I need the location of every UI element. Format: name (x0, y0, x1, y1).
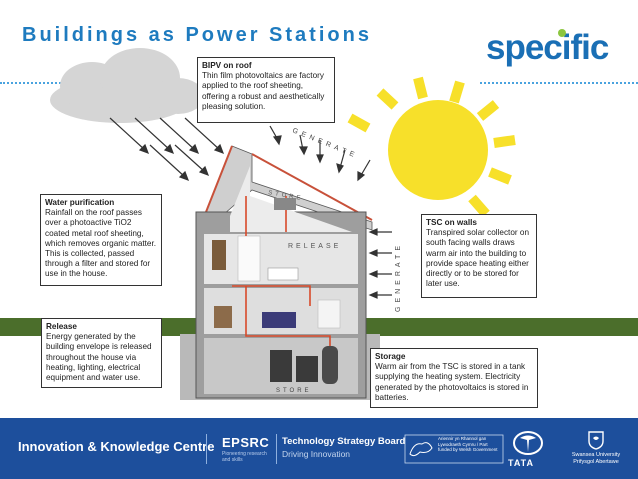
wall-arrows (368, 228, 392, 299)
wardrobe (237, 235, 261, 282)
storage-tank (322, 346, 338, 384)
callout-bipv-heading: BIPV on roof (202, 61, 252, 70)
desk (214, 306, 232, 328)
callout-tsc: TSC on walls Transpired solar collector … (421, 214, 537, 298)
footer-welsh-text: Ariennir yn Rhannol gan Lywodraeth Cymru… (438, 436, 498, 453)
footer-ikc-label: Innovation & Knowledge Centre (18, 439, 215, 454)
battery-unit (270, 350, 292, 382)
footer-bar (0, 418, 638, 479)
cloud-icon (50, 48, 204, 123)
callout-storage-text: Warm air from the TSC is stored in a tan… (375, 362, 529, 402)
sun-icon (347, 76, 516, 218)
dotted-divider-right (480, 82, 638, 84)
loft-space (230, 166, 352, 232)
footer-tsb-tagline: Driving Innovation (282, 449, 351, 459)
battery-unit-2 (296, 356, 318, 382)
footer-separator (276, 434, 277, 464)
callout-bipv: BIPV on roof Thin film photovoltaics are… (197, 57, 335, 123)
welsh-government-logo-icon (404, 434, 504, 464)
logo-dot-icon (558, 29, 566, 37)
footer-epsrc-logo: EPSRC (222, 435, 270, 450)
building-diagram: GENERATE GENERATE STORE RELEASE STORE (0, 48, 638, 400)
loft-store-box (274, 198, 296, 210)
roof-pv-edge (251, 153, 373, 221)
footer-tsb-label: Technology Strategy Board (282, 436, 406, 447)
sofa (262, 312, 296, 328)
tata-logo-icon (513, 431, 543, 455)
roof-pv-edge-left (205, 145, 233, 213)
release-label: RELEASE (288, 243, 341, 250)
swansea-crest-icon (588, 431, 604, 450)
callout-release-heading: Release (46, 322, 77, 331)
callout-storage-heading: Storage (375, 352, 406, 361)
callout-water: Water purification Rainfall on the roof … (40, 194, 162, 286)
rain-arrows (109, 117, 225, 182)
specific-logo: specific (486, 28, 609, 67)
callout-release-text: Energy generated by the building envelop… (46, 332, 152, 383)
sun-ray-arrows (269, 125, 371, 182)
roof (205, 145, 373, 231)
door-upper (212, 240, 226, 270)
callout-water-text: Rainfall on the roof passes over a photo… (45, 208, 157, 279)
callout-storage: Storage Warm air from the TSC is stored … (370, 348, 538, 408)
footer-swansea-label: Swansea University Prifysgol Abertawe (571, 452, 621, 465)
callout-bipv-text: Thin film photovoltaics are factory appl… (202, 71, 325, 111)
callout-tsc-heading: TSC on walls (426, 218, 477, 227)
generate-wall-label: GENERATE (395, 242, 402, 312)
kitchen-unit (317, 299, 341, 329)
callout-release: Release Energy generated by the building… (41, 318, 162, 388)
store-basement-label: STORE (276, 388, 312, 394)
callout-tsc-text: Transpired solar collector on south faci… (426, 228, 529, 289)
callout-water-heading: Water purification (45, 198, 115, 207)
heating-pipes (232, 196, 331, 346)
footer-separator (206, 434, 207, 464)
dotted-divider-left (0, 82, 92, 84)
bed (267, 267, 299, 281)
page-title: Buildings as Power Stations (22, 24, 372, 46)
footer-epsrc-tagline: Pioneering research and skills (222, 451, 267, 463)
footer-tata-logo: TATA (508, 458, 534, 468)
